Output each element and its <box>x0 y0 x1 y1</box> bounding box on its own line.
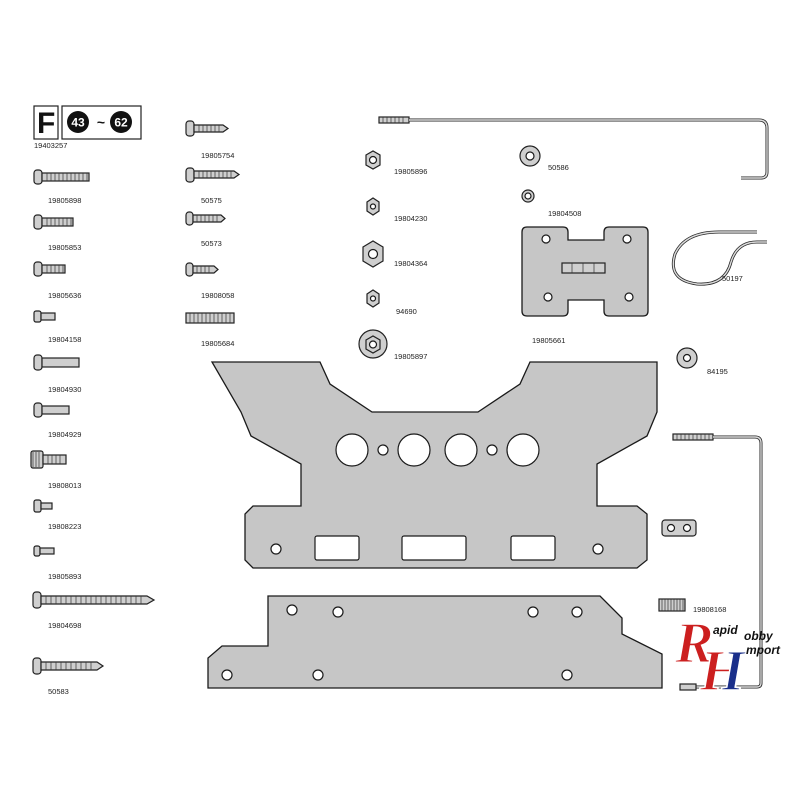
spacer-84195: 84195 <box>676 347 728 376</box>
range-separator: ~ <box>97 114 105 130</box>
spring-19808168: 19808168 <box>658 598 726 614</box>
part-label: 19804508 <box>548 209 581 218</box>
screw-19808058: 19808058 <box>185 262 234 300</box>
part-label: 19804230 <box>394 214 427 223</box>
part-label: 50586 <box>548 163 569 172</box>
screw-19805754: 19805754 <box>185 120 234 160</box>
screw-50583: 50583 <box>32 657 105 696</box>
part-label: 94690 <box>396 307 417 316</box>
nut-19805896: 19805896 <box>365 150 427 176</box>
part-label: 19805754 <box>201 151 234 160</box>
logo-letter-r: R <box>674 610 714 675</box>
part-label: 19804929 <box>48 430 81 439</box>
part-label: 19808058 <box>201 291 234 300</box>
section-header: F 43 ~ 62 19403257 <box>33 105 142 150</box>
screw-column-left: 19805898 19805853 19805636 19804158 1980… <box>30 169 156 696</box>
screw-50573: 50573 <box>185 211 226 248</box>
part-label: 19804930 <box>48 385 81 394</box>
hinge-19805661: 19805661 <box>521 226 649 345</box>
screw-19804929: 19804929 <box>33 402 81 439</box>
part-label: 19804364 <box>394 259 427 268</box>
step-to-badge <box>110 111 132 133</box>
screw-19805853: 19805853 <box>33 214 81 252</box>
washer-19804508: 19804508 <box>521 189 581 218</box>
section-letter-box <box>33 105 59 140</box>
part-label: 50575 <box>201 196 222 205</box>
nut-19805897: 19805897 <box>358 329 427 361</box>
part-label: 84195 <box>707 367 728 376</box>
step-to: 62 <box>114 116 128 130</box>
lower-plate <box>207 595 663 689</box>
step-from: 43 <box>71 116 85 130</box>
body-clip-50197: 50197 <box>671 230 767 286</box>
screw-50575: 50575 <box>185 167 241 205</box>
screw-19805684: 19805684 <box>185 312 235 348</box>
screw-19805898: 19805898 <box>33 169 90 205</box>
step-from-badge <box>67 111 89 133</box>
part-label: 19805684 <box>201 339 234 348</box>
part-label: 19805896 <box>394 167 427 176</box>
rod-right <box>672 433 763 691</box>
part-label: 19808013 <box>48 481 81 490</box>
part-label: 19805661 <box>532 336 565 345</box>
screw-19808223: 19808223 <box>33 499 81 531</box>
screw-19804698: 19804698 <box>32 591 156 630</box>
rod-top <box>378 116 769 180</box>
nut-19804364: 19804364 <box>362 240 427 268</box>
part-label: 19804698 <box>48 621 81 630</box>
part-label: 19805853 <box>48 243 81 252</box>
section-letter: F <box>37 107 55 140</box>
part-label: 50583 <box>48 687 69 696</box>
header-code: 19403257 <box>34 141 67 150</box>
nut-94690: 94690 <box>366 289 417 316</box>
upper-plate <box>210 361 658 569</box>
rhi-logo: R H I apid obby mport <box>673 609 781 704</box>
nut-column: 19805896 19804230 19804364 94690 1980589… <box>358 150 427 361</box>
part-label: 19804158 <box>48 335 81 344</box>
nut-19804230: 19804230 <box>366 197 427 223</box>
small-bracket <box>661 519 697 537</box>
part-label: 50197 <box>722 274 743 283</box>
screw-19804930: 19804930 <box>33 354 81 394</box>
logo-letter-i: I <box>721 638 747 703</box>
part-label: 19805636 <box>48 291 81 300</box>
part-label: 50573 <box>201 239 222 248</box>
logo-word-import: mport <box>746 643 781 657</box>
screw-19808013: 19808013 <box>30 450 81 490</box>
screw-19805636: 19805636 <box>33 261 81 300</box>
part-label: 19805897 <box>394 352 427 361</box>
logo-letter-h: H <box>699 638 747 703</box>
part-label: 19808223 <box>48 522 81 531</box>
screw-19804158: 19804158 <box>33 310 81 344</box>
washer-50586: 50586 <box>519 145 569 172</box>
screw-column-middle: 19805754 50575 50573 19808058 19805684 <box>185 120 241 348</box>
part-label: 19805893 <box>48 572 81 581</box>
logo-word-hobby: obby <box>744 629 774 643</box>
logo-word-rapid: apid <box>713 623 738 637</box>
part-label: 19808168 <box>693 605 726 614</box>
part-label: 19805898 <box>48 196 81 205</box>
screw-19805893: 19805893 <box>33 545 81 581</box>
